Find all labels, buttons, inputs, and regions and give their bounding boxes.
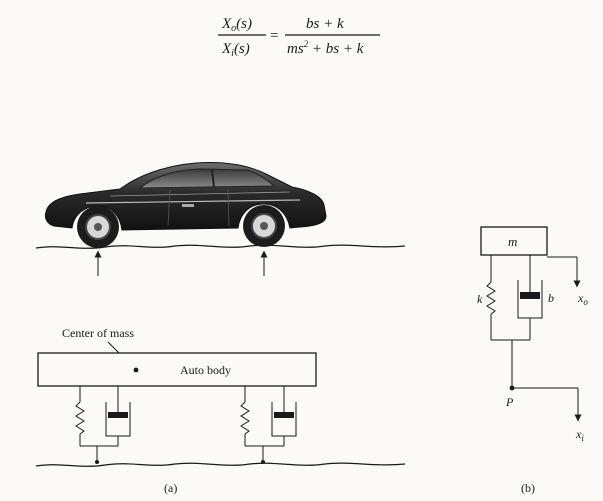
eq-rhs-denominator: ms2 + bs + k (287, 39, 364, 57)
eq-equals: = (270, 28, 278, 44)
road-surface-top (35, 244, 406, 249)
left-suspension (75, 385, 131, 464)
damper-b (517, 278, 543, 319)
eq-rhs-numerator: bs + k (306, 16, 344, 32)
center-of-mass-dot (133, 367, 139, 373)
eq-lhs-numerator: Xo(s) (221, 16, 252, 34)
car-illustration (35, 162, 406, 276)
left-damper (105, 400, 131, 437)
caption-a: (a) (164, 481, 177, 495)
car-windows (138, 168, 276, 189)
input-label: xi (575, 427, 584, 443)
point-p-label: P (505, 395, 514, 409)
right-damper (271, 400, 297, 437)
mass-block (480, 226, 548, 256)
left-spring (75, 401, 85, 435)
damper-label: b (548, 291, 554, 305)
transfer-function-equation: Xo(s) Xi(s) = bs + k ms2 + bs + k (218, 16, 380, 59)
spring-label: k (477, 292, 483, 306)
quarter-car-model-b: m xo k b P xi (b) (477, 226, 588, 495)
center-of-mass-label: Center of mass (62, 326, 134, 340)
spring-k (486, 281, 496, 315)
right-spring (240, 401, 250, 435)
auto-body-label: Auto body (180, 363, 231, 377)
mass-label: m (508, 234, 517, 249)
auto-body-block (37, 352, 317, 387)
road-surface-bottom (35, 462, 406, 467)
rear-wheel (243, 205, 285, 247)
eq-lhs-denominator: Xi(s) (221, 41, 250, 59)
suspension-diagram-a: Center of mass Auto body (35, 326, 406, 495)
front-wheel (77, 206, 119, 248)
output-label: xo (577, 291, 588, 307)
right-suspension (240, 385, 297, 464)
caption-b: (b) (521, 481, 535, 495)
